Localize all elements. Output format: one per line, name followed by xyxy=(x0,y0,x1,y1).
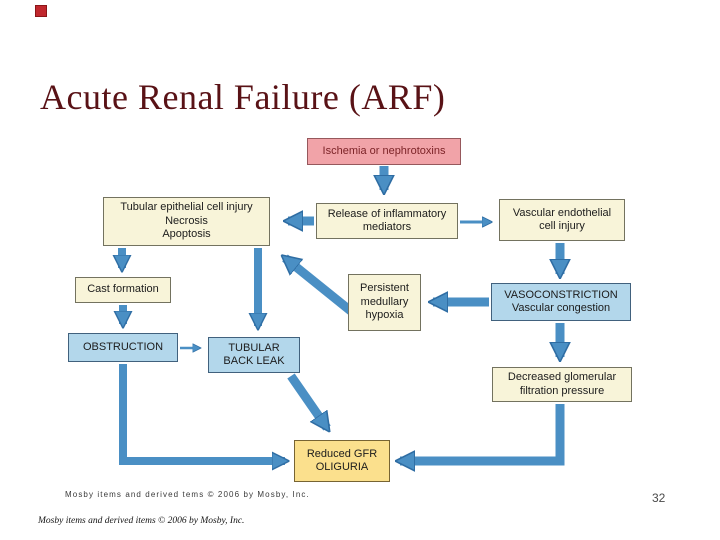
node-label: Necrosis xyxy=(165,214,208,227)
slide-page-number: 32 xyxy=(652,491,666,505)
node-label: Vascular congestion xyxy=(511,302,611,314)
node-label: filtration pressure xyxy=(519,384,605,397)
node-label: OBSTRUCTION xyxy=(82,340,164,353)
node-tubular-back-leak: TUBULAR BACK LEAK xyxy=(208,337,300,373)
node-label: Release of inflammatory xyxy=(327,207,447,220)
node-label: Persistent xyxy=(360,282,409,295)
node-reduced-gfr-oliguria: Reduced GFR OLIGURIA xyxy=(294,440,390,482)
slide-footer-copyright: Mosby items and derived items © 2006 by … xyxy=(38,516,245,526)
node-label: Apoptosis xyxy=(162,228,211,241)
arrow-backleak-to-reduced xyxy=(287,373,327,428)
node-ischemia-or-nephrotoxins: Ischemia or nephrotoxins xyxy=(307,138,461,165)
node-label: Vascular endothelial xyxy=(512,206,612,219)
node-label: cell injury xyxy=(539,220,585,232)
node-label: hypoxia xyxy=(365,309,404,322)
node-label: Reduced GFR xyxy=(306,447,378,460)
arrow-obstruction-to-reduced xyxy=(119,364,285,461)
node-persistent-medullary-hypoxia: Persistent medullary hypoxia xyxy=(348,274,421,331)
node-vascular-endothelial-cell-injury: Vascular endothelial cell injury xyxy=(499,199,625,241)
node-vasoconstriction-vascular-congestion: VASOCONSTRICTION Vascular congestion xyxy=(491,283,631,321)
node-label: Ischemia or nephrotoxins xyxy=(322,144,446,157)
slide-accent-square xyxy=(35,5,47,17)
node-label: Cast formation xyxy=(87,283,159,296)
node-label: Decreased glomerular xyxy=(507,371,617,384)
node-label: BACK LEAK xyxy=(223,355,285,367)
node-label: TUBULAR xyxy=(228,341,280,354)
arrow-persistent-to-tubular xyxy=(285,258,355,316)
node-label: mediators xyxy=(362,221,412,233)
node-tubular-epithelial-cell-injury: Tubular epithelial cell injury Necrosis … xyxy=(103,197,270,246)
arrow-decreased-to-reduced xyxy=(400,404,565,461)
node-obstruction: OBSTRUCTION xyxy=(68,333,178,362)
node-label: medullary xyxy=(360,295,409,308)
node-label: Tubular epithelial cell injury xyxy=(120,201,253,214)
node-label: VASOCONSTRICTION xyxy=(504,288,618,301)
node-decreased-glomerular-filtration-pressure: Decreased glomerular filtration pressure xyxy=(492,367,632,402)
node-cast-formation: Cast formation xyxy=(75,277,171,303)
slide-title: Acute Renal Failure (ARF) xyxy=(40,77,446,117)
diagram-copyright-caption: Mosby items and derived tems © 2006 by M… xyxy=(65,490,310,499)
node-label: OLIGURIA xyxy=(315,461,369,473)
node-release-of-inflammatory-mediators: Release of inflammatory mediators xyxy=(316,203,458,239)
